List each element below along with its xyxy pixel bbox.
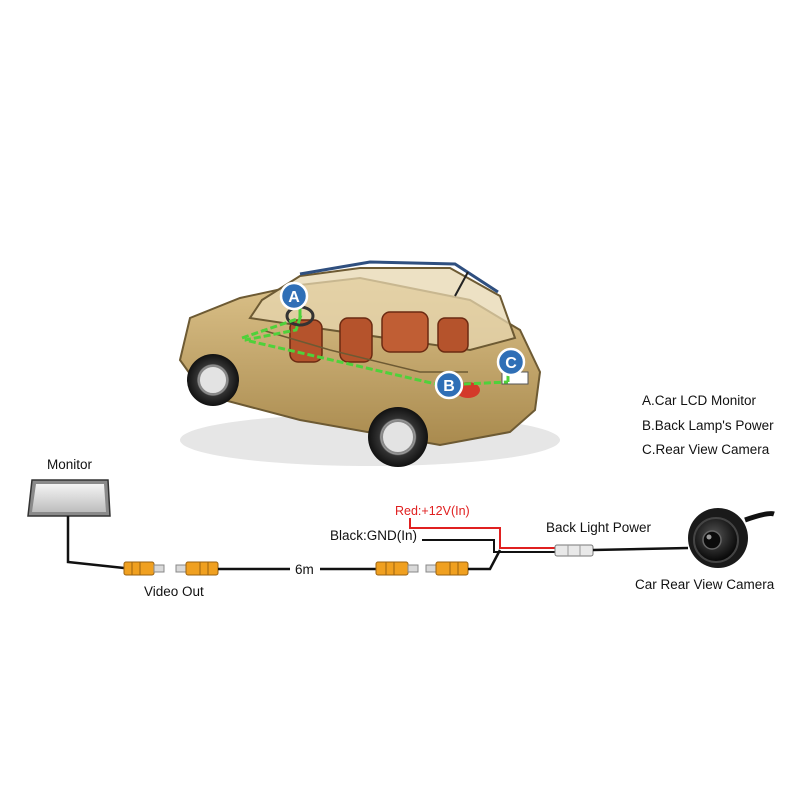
back-light-connector xyxy=(554,544,594,557)
legend: A.Car LCD Monitor B.Back Lamp's Power C.… xyxy=(642,393,774,457)
marker-c: C xyxy=(496,347,526,377)
back-light-label: Back Light Power xyxy=(546,520,652,535)
camera-label: Car Rear View Camera xyxy=(635,577,775,592)
red-wire-label: Red:+12V(In) xyxy=(395,504,470,518)
rca-connector-2 xyxy=(175,561,219,576)
svg-text:A: A xyxy=(288,289,300,306)
cable-length-text: 6m xyxy=(295,562,314,577)
camera-cable xyxy=(592,546,689,552)
connection-line xyxy=(241,315,509,387)
marker-b: B xyxy=(434,370,464,400)
red-wire xyxy=(409,518,555,549)
car-illustration: A B C xyxy=(178,260,560,467)
monitor-icon xyxy=(27,479,111,517)
camera-cable-lower xyxy=(468,549,502,571)
black-wire xyxy=(422,539,555,553)
black-wire-label: Black:GND(In) xyxy=(330,528,417,543)
svg-text:B: B xyxy=(443,378,455,395)
camera-icon xyxy=(688,508,775,568)
marker-a: A xyxy=(279,281,309,311)
rca-connector-4 xyxy=(425,561,469,576)
video-out-label: Video Out xyxy=(144,584,204,599)
monitor-label: Monitor xyxy=(47,457,93,472)
legend-item-camera: C.Rear View Camera xyxy=(642,442,770,457)
legend-item-monitor: A.Car LCD Monitor xyxy=(642,393,757,408)
monitor-cable xyxy=(66,516,125,570)
svg-text:C: C xyxy=(505,355,517,372)
wiring: Monitor Video Out 6m xyxy=(27,457,775,599)
rca-connector-3 xyxy=(375,561,419,576)
rca-connector-1 xyxy=(123,561,165,576)
legend-item-back-lamp: B.Back Lamp's Power xyxy=(642,418,774,433)
